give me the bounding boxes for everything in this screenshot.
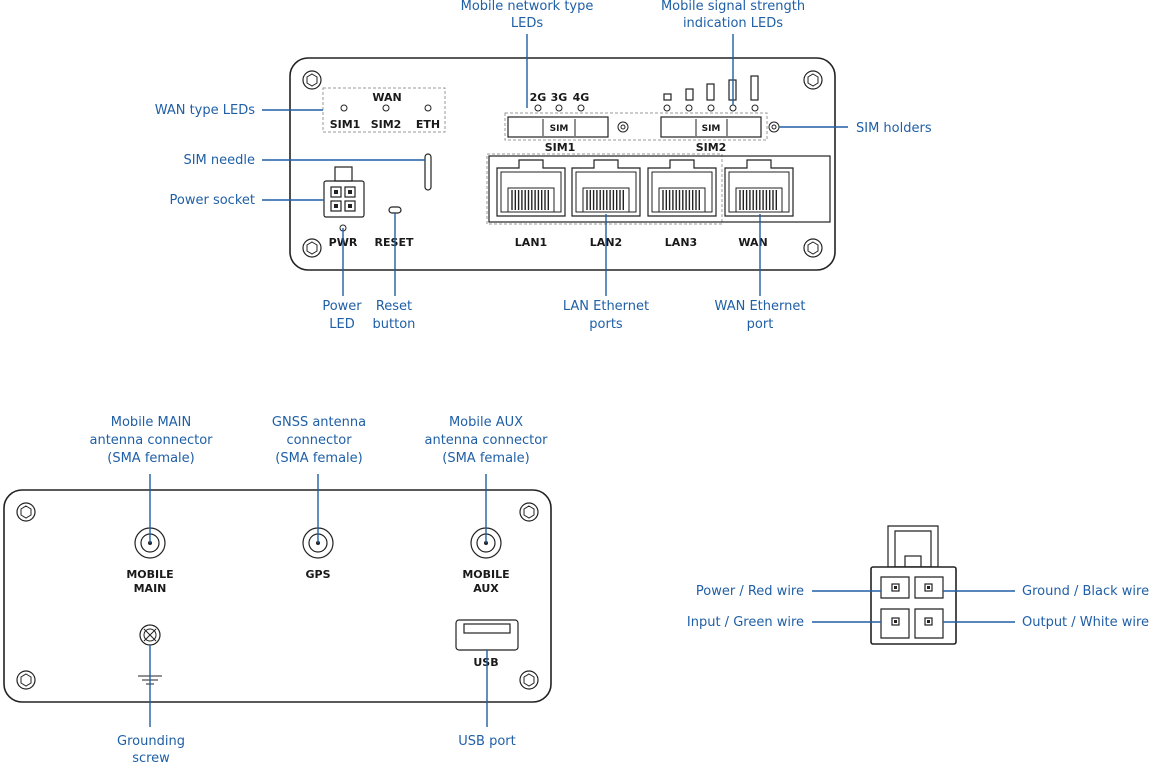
sim2-eject-hole xyxy=(768,121,780,133)
callout-sim-needle: SIM needle xyxy=(183,153,255,168)
eth-led-label: ETH xyxy=(416,118,440,131)
callout-power-led-line2: LED xyxy=(329,317,354,332)
led-4g xyxy=(577,104,585,112)
sim2-holder: SIM xyxy=(660,116,762,138)
gps-label: GPS xyxy=(305,568,330,581)
callout-main-line3: (SMA female) xyxy=(107,451,194,466)
ethernet-block xyxy=(488,155,831,223)
sim2-wan-led xyxy=(382,104,390,112)
mobile-aux-label-line2: AUX xyxy=(473,582,499,595)
sim2-holder-label: SIM2 xyxy=(696,141,727,154)
led-3g xyxy=(555,104,563,112)
callout-wan-eth-line1: WAN Ethernet xyxy=(715,299,806,314)
callout-ground-black: Ground / Black wire xyxy=(1022,584,1149,599)
callout-ground-line2: screw xyxy=(132,751,170,763)
callout-network-type-line1: Mobile network type xyxy=(461,0,594,14)
sim-holders-group xyxy=(504,112,768,141)
callout-wan-type-leds: WAN type LEDs xyxy=(155,103,256,118)
lan1-port xyxy=(496,159,566,217)
front-callouts: Mobile network type LEDs Mobile signal s… xyxy=(155,0,932,332)
sim2-led-label: SIM2 xyxy=(371,118,402,131)
callout-power-socket: Power socket xyxy=(170,193,255,208)
callout-gnss-line1: GNSS antenna xyxy=(272,415,366,430)
pin-input xyxy=(880,608,910,639)
callout-aux-line3: (SMA female) xyxy=(442,451,529,466)
sim1-led-label: SIM1 xyxy=(330,118,361,131)
ethernet-ports xyxy=(496,159,794,217)
sim1-wan-led xyxy=(340,104,348,112)
callout-reset-line2: button xyxy=(373,317,416,332)
pin-output xyxy=(914,608,944,639)
sim2-slot-text: SIM xyxy=(702,124,721,134)
callout-signal-line2: indication LEDs xyxy=(683,16,783,31)
power-connector-callouts: Power / Red wire Input / Green wire Grou… xyxy=(687,584,1149,630)
led-2g xyxy=(534,104,542,112)
callout-usb-port: USB port xyxy=(458,734,515,749)
callout-lan-line1: LAN Ethernet xyxy=(563,299,649,314)
sim-needle xyxy=(424,153,432,191)
callout-input-green: Input / Green wire xyxy=(687,615,804,630)
power-connector-detail xyxy=(870,525,957,645)
sim1-slot-text: SIM xyxy=(550,124,569,134)
callout-signal-line1: Mobile signal strength xyxy=(661,0,805,14)
mobile-main-label-line2: MAIN xyxy=(134,582,167,595)
back-panel: MOBILE MAIN GPS MOBILE AUX USB xyxy=(3,489,552,703)
wan-port-label: WAN xyxy=(738,236,767,249)
lan1-label: LAN1 xyxy=(515,236,547,249)
back-callouts: Mobile MAIN antenna connector (SMA femal… xyxy=(90,415,549,766)
callout-gnss-line2: connector xyxy=(286,433,352,448)
callout-gnss-line3: (SMA female) xyxy=(275,451,362,466)
callout-output-white: Output / White wire xyxy=(1022,615,1149,630)
sim1-holder: SIM xyxy=(507,116,609,138)
net-2g-label: 2G xyxy=(530,91,547,104)
front-panel: WAN SIM1 SIM2 ETH 2G 3G 4G SIM SIM1 xyxy=(289,57,836,271)
callout-aux-line1: Mobile AUX xyxy=(449,415,523,430)
power-socket xyxy=(323,166,365,218)
sim1-holder-label: SIM1 xyxy=(545,141,576,154)
callout-ground-line1: Grounding xyxy=(117,734,185,749)
network-type-leds: 2G 3G 4G xyxy=(530,91,590,112)
callout-power-red: Power / Red wire xyxy=(696,584,804,599)
callout-reset-line1: Reset xyxy=(376,299,412,314)
net-4g-label: 4G xyxy=(573,91,590,104)
wan-port xyxy=(724,159,794,217)
callout-main-line2: antenna connector xyxy=(90,433,214,448)
pin-ground xyxy=(914,576,944,599)
callout-lan-line2: ports xyxy=(589,317,623,332)
callout-main-line1: Mobile MAIN xyxy=(111,415,191,430)
eth-wan-led xyxy=(424,104,432,112)
callout-wan-eth-line2: port xyxy=(747,317,774,332)
back-corner-screws xyxy=(16,502,539,690)
callout-aux-line2: antenna connector xyxy=(425,433,549,448)
lan3-label: LAN3 xyxy=(665,236,697,249)
callout-network-type-line2: LEDs xyxy=(511,16,543,31)
callout-sim-holders: SIM holders xyxy=(856,121,932,136)
lan3-port xyxy=(647,159,717,217)
mobile-main-label-line1: MOBILE xyxy=(126,568,173,581)
lan2-port xyxy=(571,159,641,217)
callout-power-led-line1: Power xyxy=(322,299,362,314)
mobile-aux-label-line1: MOBILE xyxy=(462,568,509,581)
back-panel-body xyxy=(3,489,552,703)
front-corner-screws xyxy=(302,70,823,258)
usb-label: USB xyxy=(473,656,498,669)
wan-group-label: WAN xyxy=(372,91,401,104)
reset-label: RESET xyxy=(375,236,414,249)
net-3g-label: 3G xyxy=(551,91,568,104)
lan-group-outline xyxy=(486,153,723,225)
sim1-eject-hole xyxy=(617,121,629,133)
